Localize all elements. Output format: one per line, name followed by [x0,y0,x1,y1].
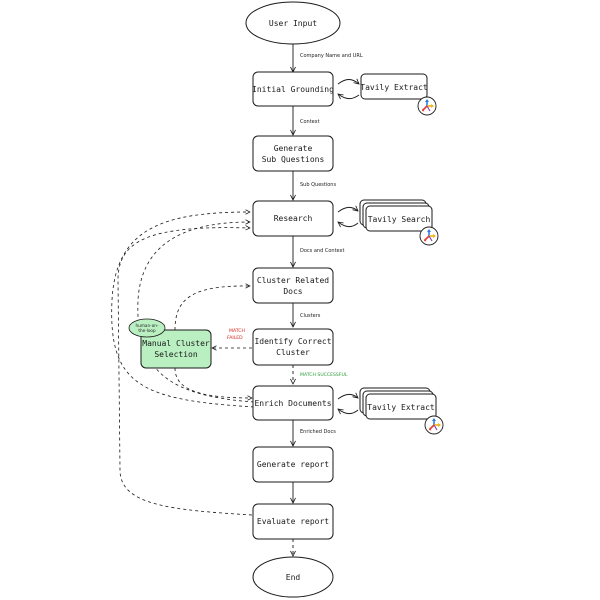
edge-label-match-failed-line1: MATCH [229,328,245,334]
node-user-input: User Input [245,1,341,45]
node-generate-label-line1: Generate [274,144,313,153]
edge-label-clusters: Clusters [300,313,321,319]
node-manual-label-line1: Manual Cluster [142,339,210,348]
node-identify-label-line1: Identify Correct [254,337,331,346]
node-user-input-label: User Input [269,19,317,28]
tool-tavily-search: Tavily Search [337,199,439,246]
human-in-loop-line1: human-on- [136,323,159,328]
node-end: End [252,556,334,598]
tool-arrow-right [337,394,358,400]
tool-tavily-search-label: Tavily Search [368,215,431,224]
node-end-label: End [286,573,301,582]
node-enrich-documents: Enrich Documents [252,385,334,421]
node-manual-label-line2: Selection [154,350,198,359]
node-generate-sub-questions: Generate Sub Questions [252,135,334,172]
node-evaluate-report-label: Evaluate report [257,517,329,526]
edge-labels: Company Name and URL Context Sub Questio… [227,53,363,435]
tool-arrow-left [338,409,359,414]
tool-tavily-extract-1: Tavily Extract [337,73,437,116]
loop-manual-to-enrich [174,367,252,398]
tool-tavily-extract-2-label: Tavily Extract [367,403,435,412]
node-manual-cluster-selection: Manual Cluster Selection [140,329,212,369]
edge-label-sub-questions: Sub Questions [300,182,336,188]
edge-label-context: Context [300,119,320,125]
tool-arrow-right [337,80,359,85]
loop-enrich-to-research-outer [111,212,255,408]
tool-tavily-extract-1-label: Tavily Extract [360,83,428,92]
tool-arrow-right [337,207,358,213]
tavily-logo-icon [424,415,444,435]
node-initial-grounding-label: Initial Grounding [252,85,334,94]
tavily-logo-icon [417,96,437,116]
tool-tavily-extract-2: Tavily Extract [337,387,444,435]
human-in-loop-line2: the-loop [138,328,156,333]
edge-label-company-name-url: Company Name and URL [300,53,363,59]
node-enrich-label: Enrich Documents [254,399,331,408]
node-identify-label-line2: Cluster [276,348,310,357]
node-research: Research [252,200,334,237]
node-cluster-related-docs: Cluster Related Docs [252,267,334,304]
tavily-logo-icon [419,226,439,246]
node-cluster-label-line2: Docs [283,287,302,296]
tool-arrow-left [338,94,360,99]
loop-manual-to-cluster [174,286,250,331]
node-generate-label-line2: Sub Questions [262,155,325,164]
human-in-loop-badge: human-on- the-loop [128,318,166,338]
node-cluster-label-line1: Cluster Related [257,276,329,285]
loop-evaluate-to-research [117,228,253,516]
feedback-loops [111,212,255,516]
edge-label-enriched-docs: Enriched Docs [300,429,336,435]
loop-enrich-to-research-inner [137,222,255,403]
edge-label-match-successful: MATCH SUCCESSFUL [300,372,348,378]
node-generate-report-label: Generate report [257,460,329,469]
node-research-label: Research [274,214,313,223]
node-evaluate-report: Evaluate report [252,503,334,540]
node-initial-grounding: Initial Grounding [252,71,334,107]
node-identify-correct-cluster: Identify Correct Cluster [252,328,334,366]
edge-label-match-failed-line2: FAILED [227,335,243,341]
node-generate-report: Generate report [252,446,334,483]
tool-arrow-left [338,222,359,227]
edge-label-docs-and-context: Docs and Context [300,248,344,254]
